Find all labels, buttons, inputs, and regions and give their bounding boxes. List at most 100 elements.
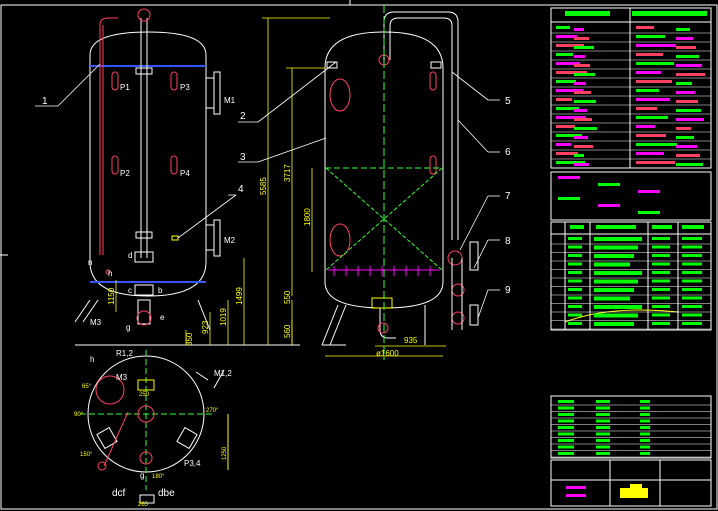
table-cell-bar [682,313,702,317]
table-cell-bar [596,419,610,423]
table-cell-bar [682,245,702,249]
table-cell-bar [574,82,586,85]
plan-angle-180: 180° [152,474,165,480]
table-cell-bar [676,73,705,76]
callout-7: 7 [505,191,511,202]
table-cell-bar [574,109,587,112]
table-cell-bar [636,116,668,119]
table-cell-bar [676,154,700,157]
label-m1: M1 [224,96,236,105]
dim-550: 550 [283,290,292,304]
table-cell-bar [640,452,650,455]
table-cell-bar [558,445,574,449]
callout-4: 4 [238,184,244,195]
table-cell-bar [596,439,610,442]
table-cell-bar [640,413,650,416]
table-cell-bar [568,279,582,283]
callout-2: 2 [240,111,246,122]
table-cell-bar [640,445,650,449]
table-cell-bar [682,237,702,240]
table-cell-bar [574,136,588,139]
plan-label-r12: R1,2 [116,349,133,358]
table-cell-bar [574,37,589,40]
table-cell-bar [676,127,691,130]
callout-3: 3 [240,152,246,163]
table-cell-bar [682,288,702,291]
nozzle-table-rows [551,176,711,330]
title-block [550,395,712,507]
table-cell-bar [574,46,594,49]
dim-1800: 1800 [303,208,312,226]
table-cell-bar [652,288,670,291]
table-cell-bar [556,26,570,29]
callout-9: 9 [505,285,511,296]
table-cell-bar [568,262,582,266]
callout-8: 8 [505,236,511,247]
callout-6: 6 [505,147,511,158]
table-cell-bar [682,305,702,308]
table-cell-bar [596,400,610,403]
dim-1019: 1019 [219,308,228,326]
table-cell-bar [556,35,577,38]
table-cell-bar [640,426,650,429]
table-cell-bar [652,262,670,266]
table-cell-bar [676,46,696,49]
dim-1499: 1499 [235,287,244,305]
table-cell-bar [636,143,677,146]
table-cell-bar [640,432,650,436]
table-cell-bar [594,296,630,301]
table-cell-bar [574,118,592,121]
table-cell-bar [574,127,597,130]
table-cell-bar [676,145,697,148]
table-cell-bar [558,439,574,442]
table-cell-bar [636,125,655,128]
dimension-lines [115,17,446,357]
table-cell-bar [596,432,610,436]
table-cell-bar [652,305,670,308]
table-cell-bar [558,419,574,423]
label-g: g [126,323,130,332]
table-cell-bar [568,313,582,317]
table-cell-bar [638,211,660,214]
dim-overall-height: 5585 [259,177,268,195]
table-cell-bar [556,134,582,137]
table-cell-bar [556,71,587,74]
plan-angle-65: 65° [82,384,92,390]
plan-label-p34: P3,4 [184,459,201,468]
table-cell-bar [682,262,702,266]
tech-spec-rows [551,26,711,169]
table-cell-bar [574,145,593,148]
table-cell-bar [682,296,702,300]
table-cell-bar [558,452,574,455]
table-cell-bar [558,176,580,179]
label-m3: M3 [90,318,102,327]
table-cell-bar [556,161,585,164]
dim-diameter: ø1600 [376,349,399,358]
dim-350: 350 [185,332,194,346]
table-cell-bar [574,91,591,94]
table-cell-bar [594,322,634,326]
table-cell-bar [676,163,703,166]
table-cell-bar [676,118,704,121]
label-p3: P3 [180,83,190,92]
table-cell-bar [676,82,692,85]
table-cell-bar [574,154,584,157]
table-cell-bar [556,53,573,56]
dim-1150: 1150 [107,287,116,305]
table-cell-bar [636,53,663,56]
table-cell-bar [556,143,571,146]
table-cell-bar [640,406,650,410]
table-cell-bar [636,134,666,137]
label-m2: M2 [224,236,236,245]
table-cell-bar [676,109,701,112]
table-cell-bar [652,237,670,240]
table-cell-bar [556,62,580,65]
table-cell-bar [636,80,672,83]
table-cell-bar [568,254,582,257]
table-cell-bar [682,279,702,283]
table-cell-bar [558,197,580,200]
table-cell-bar [574,163,589,166]
table-cell-bar [676,55,699,58]
table-cell-bar [594,313,638,318]
